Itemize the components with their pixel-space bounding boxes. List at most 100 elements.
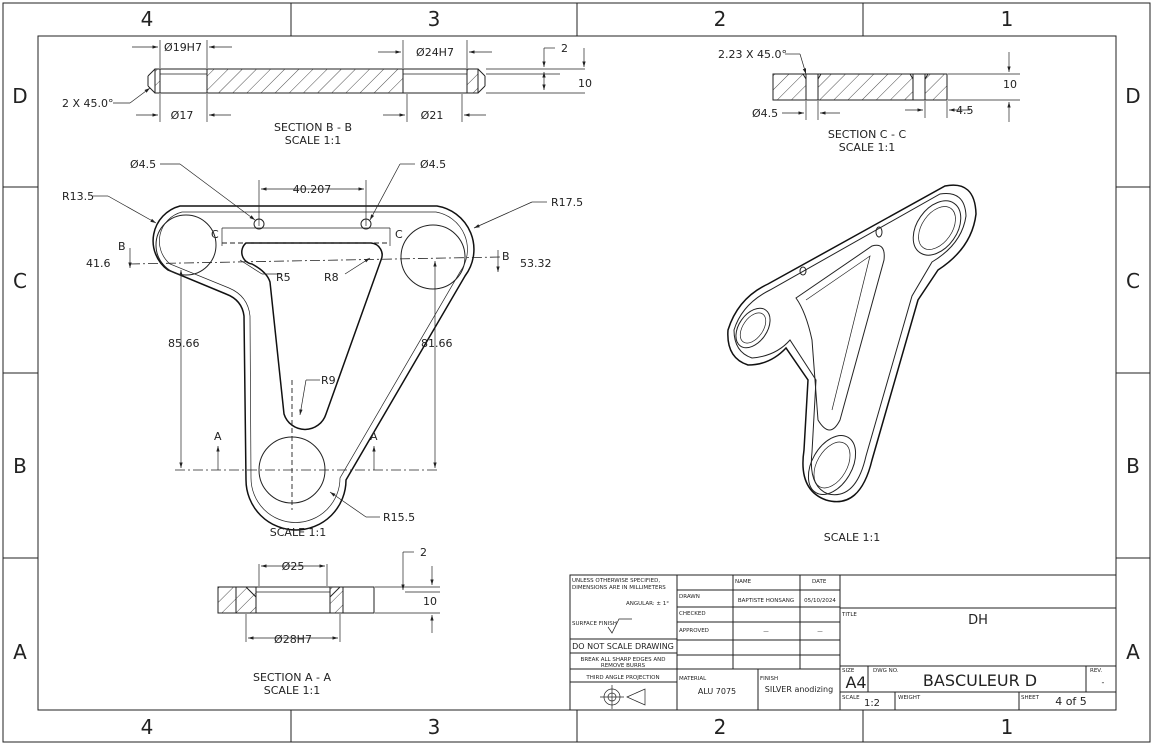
section-cc-scale: SCALE 1:1	[839, 141, 895, 154]
main-pocket	[241, 242, 383, 431]
tb-size: A4	[845, 673, 866, 692]
iso-view-scale: SCALE 1:1	[824, 531, 880, 544]
tb-angular: ANGULAR: ± 1°	[626, 601, 669, 607]
tb-note-2: DIMENSIONS ARE IN MILLIMETERS	[572, 585, 666, 591]
tb-scale: 1:2	[864, 698, 880, 709]
dim-bb-right-bore: Ø24H7	[416, 46, 454, 59]
section-cc-title: SECTION C - C	[828, 128, 907, 141]
tb-surface-finish: SURFACE FINISH	[572, 621, 617, 627]
zone-row-b-left: B	[13, 454, 27, 478]
tb-sheet: 4 of 5	[1055, 695, 1087, 708]
tb-note-1: UNLESS OTHERWISE SPECIFIED,	[572, 578, 660, 584]
section-a-a: Ø25 Ø28H7 10 2 SECTION A - A SCALE 1:1	[217, 546, 440, 697]
tb-hdr-name: NAME	[735, 579, 752, 585]
tb-do-not-scale: DO NOT SCALE DRAWING	[572, 642, 674, 651]
dim-offset-right: 53.32	[520, 257, 552, 270]
dim-hole-right: Ø4.5	[420, 158, 446, 171]
zone-col-4-bottom: 4	[141, 715, 154, 739]
dim-aa-bore: Ø25	[282, 560, 305, 573]
dim-cc-spacing: 4.5	[956, 104, 974, 117]
tb-burrs-1: BREAK ALL SHARP EDGES AND	[581, 657, 666, 663]
dim-cc-chamfer: 2.23 X 45.0°	[718, 48, 787, 61]
tb-hdr-drawn: DRAWN	[679, 594, 700, 600]
dim-bb-right-thru: Ø21	[421, 109, 444, 122]
zone-col-3-top: 3	[428, 7, 441, 31]
surface-finish-icon	[607, 618, 632, 634]
tb-approved-date: —	[817, 629, 823, 635]
tb-drawn-date: 05/10/2024	[804, 598, 836, 604]
title-block: UNLESS OTHERWISE SPECIFIED, DIMENSIONS A…	[569, 574, 1117, 711]
dim-radius-left: R13.5	[62, 190, 94, 203]
tb-hdr-size: SIZE	[842, 668, 855, 674]
dim-inner-r9: R9	[321, 374, 336, 387]
section-aa-scale: SCALE 1:1	[264, 684, 320, 697]
tb-finish: SILVER anodizing	[765, 685, 833, 694]
section-bb-scale: SCALE 1:1	[285, 134, 341, 147]
tb-burrs-2: REMOVE BURRS	[601, 663, 646, 669]
dim-radius-bottom: R15.5	[383, 511, 415, 524]
section-aa-title: SECTION A - A	[253, 671, 331, 684]
dim-bb-left-thru: Ø17	[171, 109, 194, 122]
main-view: 40.207 Ø4.5 Ø4.5 R13.5 R17.5 C C B B 41.…	[62, 158, 583, 539]
cut-b-left: B	[118, 240, 126, 253]
dim-hole-left: Ø4.5	[130, 158, 156, 171]
tb-hdr-scale: SCALE	[842, 695, 860, 701]
zone-col-4-top: 4	[141, 7, 154, 31]
iso-view: SCALE 1:1	[727, 184, 977, 544]
section-c-c: 2.23 X 45.0° Ø4.5 4.5 10 SECTION C - C S…	[718, 48, 1020, 154]
dim-cc-hole: Ø4.5	[752, 107, 778, 120]
dim-bb-step: 2	[561, 42, 568, 55]
tb-hdr-checked: CHECKED	[679, 611, 706, 617]
tb-hdr-title: TITLE	[841, 612, 857, 618]
zone-row-a-left: A	[13, 640, 27, 664]
tb-rev: -	[1102, 678, 1105, 687]
dim-aa-thickness: 10	[423, 595, 437, 608]
dim-height-left: 85.66	[168, 337, 200, 350]
zone-col-1-bottom: 1	[1001, 715, 1014, 739]
dim-bb-chamfer: 2 X 45.0°	[62, 97, 114, 110]
dim-bb-left-bore: Ø19H7	[164, 41, 202, 54]
tb-hdr-finish: FINISH	[760, 676, 778, 682]
dim-aa-thru: Ø28H7	[274, 633, 312, 646]
zone-col-3-bottom: 3	[428, 715, 441, 739]
cut-b-right: B	[502, 250, 510, 263]
tb-title: DH	[968, 613, 988, 628]
tb-hdr-date: DATE	[812, 579, 827, 585]
zone-row-a-right: A	[1126, 640, 1140, 664]
cut-c-left: C	[211, 228, 219, 241]
zone-col-2-bottom: 2	[714, 715, 727, 739]
dim-inner-r5: R5	[276, 271, 291, 284]
zone-col-2-top: 2	[714, 7, 727, 31]
section-bb-title: SECTION B - B	[274, 121, 352, 134]
cut-a-left: A	[214, 430, 222, 443]
dim-height-right: 81.66	[421, 337, 453, 350]
tb-projection: THIRD ANGLE PROJECTION	[585, 675, 659, 681]
tb-material: ALU 7075	[698, 687, 736, 696]
main-outline	[152, 205, 475, 531]
main-view-scale: SCALE 1:1	[270, 526, 326, 539]
dim-radius-right: R17.5	[551, 196, 583, 209]
zone-row-b-right: B	[1126, 454, 1140, 478]
tb-hdr-rev: REV.	[1090, 668, 1102, 674]
dim-hole-spacing: 40.207	[293, 183, 332, 196]
tb-approved-name: —	[763, 629, 769, 635]
zone-row-d-right: D	[1125, 84, 1140, 108]
tb-hdr-weight: WEIGHT	[898, 695, 921, 701]
tb-hdr-sheet: SHEET	[1021, 695, 1040, 701]
dim-offset-left: 41.6	[86, 257, 111, 270]
dim-aa-step: 2	[420, 546, 427, 559]
dim-inner-r8: R8	[324, 271, 339, 284]
zone-labels: 4 3 2 1 4 3 2 1 D C B A D C B A	[12, 7, 1140, 739]
tb-hdr-dwg-no: DWG NO.	[873, 668, 899, 674]
dim-bb-thickness: 10	[578, 77, 592, 90]
zone-row-d-left: D	[12, 84, 27, 108]
tb-drawn-name: BAPTISTE HONSANG	[738, 598, 794, 604]
zone-col-1-top: 1	[1001, 7, 1014, 31]
cut-c-right: C	[395, 228, 403, 241]
section-b-b: Ø19H7 Ø24H7 Ø17 Ø21 2 X 45.0° 10 2 SECTI…	[62, 40, 592, 147]
dim-cc-thickness: 10	[1003, 78, 1017, 91]
third-angle-projection-icon	[600, 685, 646, 709]
tb-hdr-material: MATERIAL	[679, 676, 707, 682]
cut-a-right: A	[370, 430, 378, 443]
